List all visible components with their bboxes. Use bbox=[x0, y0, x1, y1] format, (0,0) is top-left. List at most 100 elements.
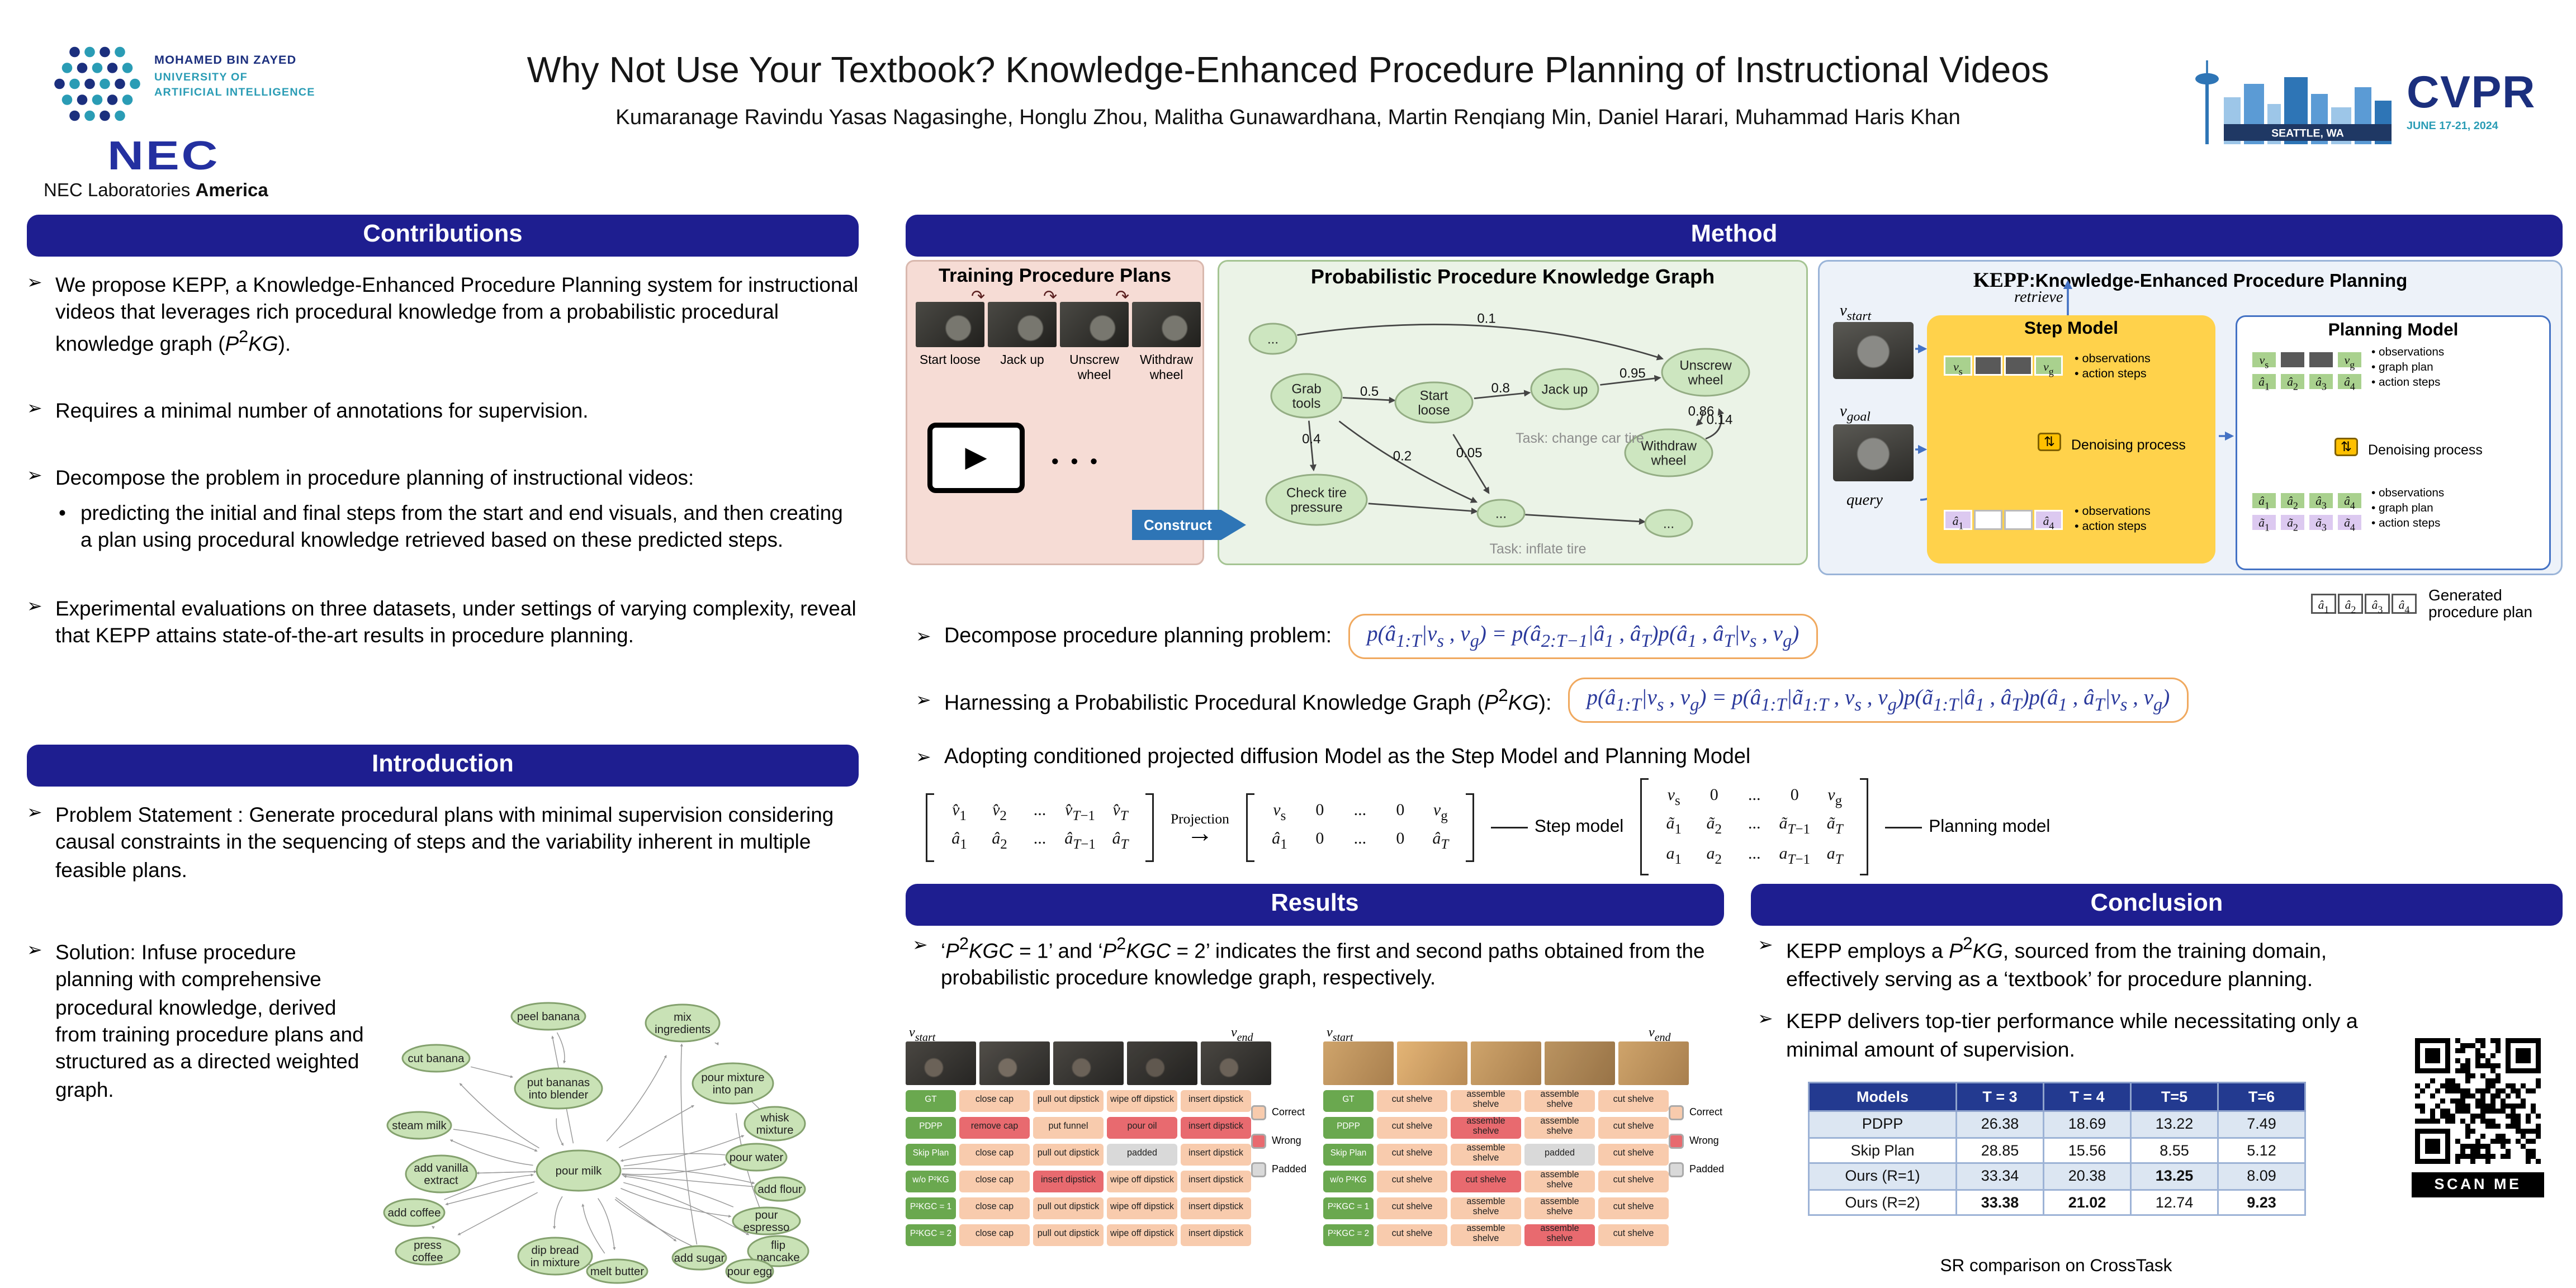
method-label-chip: Skip Plan bbox=[1323, 1144, 1374, 1166]
p2kg-figure-title: Probabilistic Procedure Knowledge Graph bbox=[1310, 265, 1715, 288]
step-model-output-cells: â1 â4 bbox=[1944, 510, 2063, 532]
empty-cell bbox=[1974, 510, 2002, 530]
video-frame bbox=[1471, 1041, 1541, 1085]
svg-text:cut banana: cut banana bbox=[408, 1053, 465, 1065]
section-header-introduction: Introduction bbox=[27, 745, 859, 787]
cvpr-text: CVPR JUNE 17-21, 2024 bbox=[2407, 47, 2536, 133]
v-goal-image bbox=[1833, 424, 1914, 481]
legend-item: Correct bbox=[1669, 1105, 1724, 1120]
legend-item: Wrong bbox=[1251, 1134, 1306, 1149]
step-labels: Start loose Jack up Unscrew wheel Withdr… bbox=[920, 352, 1193, 382]
table-cell: Skip Plan bbox=[1808, 1136, 1957, 1164]
step-chip: assemble shelve bbox=[1524, 1197, 1595, 1219]
svg-text:add flour: add flour bbox=[757, 1183, 802, 1196]
step-chip: close cap bbox=[959, 1224, 1030, 1246]
section-header-results: Results bbox=[906, 884, 1724, 926]
step-chip: close cap bbox=[959, 1171, 1030, 1192]
equation-decompose: p(â1:T|vs , vg) = p(â2:T−1|â1 , âT)p(â1 … bbox=[1348, 614, 1818, 659]
table-cell: 33.34 bbox=[1955, 1162, 2044, 1190]
contribution-bullet-4: Experimental evaluations on three datase… bbox=[27, 595, 859, 650]
v-goal-label: vgoal bbox=[1840, 404, 1871, 424]
table-cell: 18.69 bbox=[2043, 1110, 2132, 1138]
masked-cell bbox=[2279, 351, 2306, 369]
table-cell: 13.25 bbox=[2130, 1162, 2219, 1190]
step-chip: wipe off dipstick bbox=[1107, 1171, 1177, 1192]
step-chip: insert dipstick bbox=[1181, 1144, 1251, 1166]
legend-swatch bbox=[1669, 1134, 1684, 1149]
table-cell: 5.12 bbox=[2217, 1136, 2306, 1164]
video-frames bbox=[906, 1041, 1306, 1085]
video-frame bbox=[1397, 1041, 1467, 1085]
cvpr-city-label: SEATTLE, WA bbox=[2271, 127, 2344, 140]
video-frame bbox=[1132, 302, 1201, 347]
method-label-chip: GT bbox=[1323, 1090, 1374, 1112]
generated-plan-label: Generated procedure plan bbox=[2428, 587, 2533, 622]
step-chip: cut shelve bbox=[1598, 1171, 1669, 1192]
generated-procedure-plan: â1 â2 â3 â4 Generated procedure plan bbox=[2311, 587, 2556, 622]
svg-text:0.8: 0.8 bbox=[1491, 381, 1510, 396]
step-chip: insert dipstick bbox=[1181, 1197, 1251, 1219]
step-chip: padded bbox=[1107, 1144, 1177, 1166]
video-frame bbox=[979, 1041, 1050, 1085]
section-header-contributions: Contributions bbox=[27, 215, 859, 257]
table-cell: 28.85 bbox=[1955, 1136, 2044, 1164]
video-frame bbox=[1201, 1041, 1271, 1085]
legend-label: Padded bbox=[1271, 1164, 1306, 1175]
svg-text:peel banana: peel banana bbox=[517, 1011, 580, 1023]
svg-text:0.05: 0.05 bbox=[1456, 446, 1483, 461]
legend-item: Padded bbox=[1669, 1162, 1724, 1177]
query-label: query bbox=[1846, 493, 1883, 510]
planning-model-input-legend: • observations • graph plan • action ste… bbox=[2371, 347, 2445, 389]
page-title: Why Not Use Your Textbook? Knowledge-Enh… bbox=[527, 50, 2049, 91]
table-cell: 26.38 bbox=[1955, 1110, 2044, 1138]
denoising-icon bbox=[2334, 438, 2358, 456]
planning-model-box: Planning Model vs vg â1 â2 â3 â4 • obser… bbox=[2236, 315, 2551, 570]
projection-arrow: Projection → bbox=[1171, 810, 1229, 849]
generated-plan-cells: â1 â2 â3 â4 bbox=[2311, 594, 2417, 617]
equation-p2kg: p(â1:T|vs , vg) = p(â1:T|ã1:T , vs , vg)… bbox=[1568, 678, 2189, 722]
v-start-image bbox=[1833, 322, 1914, 379]
v-end-label: vend bbox=[1231, 1025, 1253, 1044]
video-frames bbox=[1323, 1041, 1724, 1085]
legend-label: Wrong bbox=[1689, 1136, 1719, 1147]
step-chip: insert dipstick bbox=[1181, 1224, 1251, 1246]
introduction-bullet-2: Solution: Infuse procedure planning with… bbox=[27, 939, 366, 1104]
v-start-label: vstart bbox=[1327, 1025, 1353, 1044]
results-section: Results ‘P2KGC = 1’ and ‘P2KGC = 2’ indi… bbox=[906, 884, 1724, 1288]
video-frame bbox=[1053, 1041, 1124, 1085]
planning-model-input-cells-2: â1 â2 â3 â4 bbox=[2251, 372, 2363, 393]
step-chip: cut shelve bbox=[1377, 1117, 1447, 1139]
table-cell: 7.49 bbox=[2217, 1110, 2306, 1138]
step-chip: insert dipstick bbox=[1181, 1117, 1251, 1139]
video-frame bbox=[1127, 1041, 1197, 1085]
table-cell: 12.74 bbox=[2130, 1188, 2219, 1216]
step-model-title: Step Model bbox=[2024, 319, 2118, 339]
video-frame bbox=[1323, 1041, 1394, 1085]
introduction-bullet-1: Problem Statement : Generate procedural … bbox=[27, 802, 859, 884]
step-chip: assemble shelve bbox=[1451, 1090, 1521, 1112]
step-chip: cut shelve bbox=[1598, 1144, 1669, 1166]
step-chip: remove cap bbox=[959, 1117, 1030, 1139]
seattle-skyline-icon: SEATTLE, WA bbox=[2195, 60, 2392, 144]
video-frame bbox=[1618, 1041, 1689, 1085]
retrieve-label: retrieve bbox=[2014, 290, 2063, 307]
step-arrow-icon bbox=[1043, 288, 1057, 307]
